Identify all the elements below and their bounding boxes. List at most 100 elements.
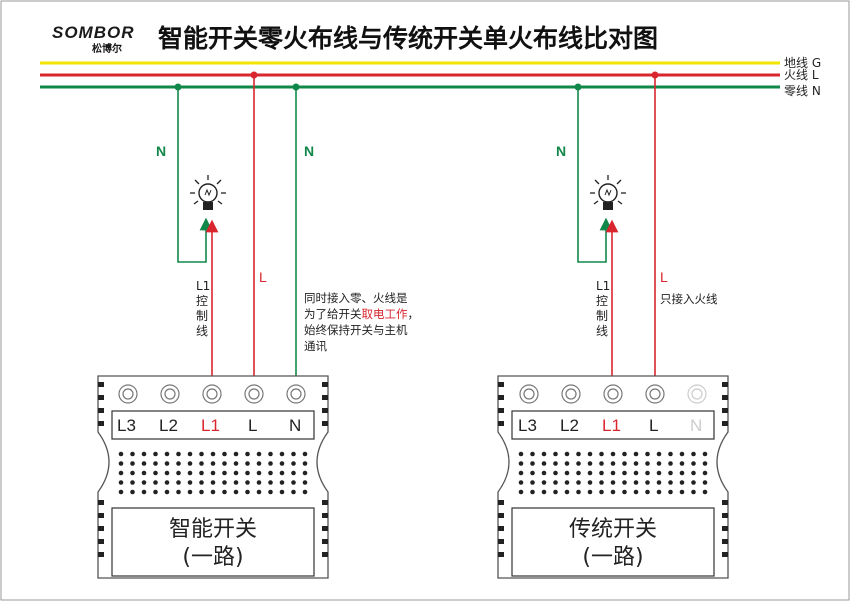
- side-tabs: [498, 382, 728, 557]
- vent-dot: [668, 489, 673, 495]
- vent-dot: [153, 451, 158, 457]
- vent-dot: [153, 461, 158, 466]
- vent-dot: [541, 489, 547, 495]
- terminal-l3: L3: [117, 416, 136, 435]
- vent-dot: [291, 470, 296, 476]
- vent-dot: [118, 480, 124, 485]
- left-circuit: N L1 控制线 L N 同时接入零、火线是: [97, 71, 423, 579]
- neutral-wire-to-lamp: [577, 87, 613, 263]
- vent-dot: [645, 489, 650, 495]
- live-line-label: 火线 L: [784, 68, 819, 82]
- vent-dot: [245, 470, 250, 476]
- device-sub: (一路): [582, 545, 643, 570]
- vent-dot: [222, 470, 227, 476]
- vent-dot: [210, 480, 216, 485]
- vent-dot: [187, 480, 193, 485]
- device-label-box: [111, 507, 315, 577]
- vent-dot: [118, 461, 124, 466]
- live-only-note: 只接入火线: [660, 292, 718, 306]
- vent-dot: [222, 489, 227, 495]
- vent-dot: [702, 451, 708, 457]
- vent-dot: [622, 489, 627, 495]
- vent-dot: [199, 461, 204, 466]
- vent-dot: [187, 489, 193, 495]
- vent-dot: [610, 470, 616, 476]
- brand-name: SOMBOR: [52, 23, 135, 42]
- vent-dot: [210, 451, 216, 457]
- device-sub: (一路): [182, 545, 243, 570]
- neutral-label-lamp: N: [556, 143, 566, 159]
- neutral-wire-to-lamp: [177, 87, 213, 263]
- vent-dot: [645, 461, 650, 466]
- vent-dot: [656, 451, 662, 457]
- neutral-label-lamp: N: [156, 143, 166, 159]
- vent-dot: [541, 480, 547, 485]
- vent-dot: [233, 451, 239, 457]
- vent-dot: [564, 461, 570, 466]
- vent-dot: [587, 461, 593, 466]
- vent-dot: [302, 451, 308, 457]
- vent-dot: [679, 451, 685, 457]
- vent-dot: [564, 451, 570, 457]
- vent-dot: [130, 489, 135, 495]
- terminal-l2: L2: [159, 416, 178, 435]
- vent-dot: [291, 489, 296, 495]
- vent-dot: [141, 480, 147, 485]
- vent-dot: [164, 461, 170, 466]
- lamp-icon: [590, 175, 626, 210]
- vent-dot: [656, 489, 662, 495]
- vent-dot: [199, 451, 204, 457]
- vent-dot: [164, 451, 170, 457]
- lamp-icon: [190, 175, 226, 210]
- vent-dot: [256, 451, 262, 457]
- vent-dot: [530, 461, 535, 466]
- vent-dot: [679, 470, 685, 476]
- vent-dot: [541, 461, 547, 466]
- vent-dot: [141, 489, 147, 495]
- terminal-l: L: [248, 416, 257, 435]
- neutral-label-switch: N: [304, 143, 314, 159]
- vent-dot: [164, 489, 170, 495]
- live-label-right: L: [660, 269, 668, 285]
- vent-dot: [153, 480, 158, 485]
- vent-dot: [222, 451, 227, 457]
- terminal-screws: [118, 384, 306, 404]
- vent-dot: [576, 461, 581, 466]
- vent-dot: [553, 451, 558, 457]
- terminal-strip: [511, 410, 715, 440]
- vent-dot: [199, 480, 204, 485]
- vent-dot: [256, 489, 262, 495]
- vent-dot: [530, 470, 535, 476]
- vent-dot: [164, 480, 170, 485]
- vent-dot: [656, 461, 662, 466]
- left-note: 同时接入零、火线是 为了给开关取电工作， 始终保持开关与主机 通讯: [304, 291, 423, 353]
- side-tabs: [98, 382, 328, 557]
- vent-dot: [587, 451, 593, 457]
- vent-dot: [118, 489, 124, 495]
- vent-dot: [587, 480, 593, 485]
- vent-dot: [599, 470, 604, 476]
- vent-dot: [702, 480, 708, 485]
- vent-dot: [279, 489, 285, 495]
- vent-dot: [691, 470, 696, 476]
- vent-dot: [633, 480, 639, 485]
- vent-dot: [610, 489, 616, 495]
- vent-dot: [633, 451, 639, 457]
- vent-dot: [118, 451, 124, 457]
- vent-dot: [176, 480, 181, 485]
- vent-dot: [576, 489, 581, 495]
- vent-dot: [279, 470, 285, 476]
- vent-dot: [622, 461, 627, 466]
- vent-dot: [645, 470, 650, 476]
- vent-dot: [541, 451, 547, 457]
- vent-dot: [245, 480, 250, 485]
- vent-dot: [530, 451, 535, 457]
- vent-dot: [553, 470, 558, 476]
- vent-dot: [210, 489, 216, 495]
- vent-dot: [268, 489, 273, 495]
- vent-dot: [668, 461, 673, 466]
- vent-dot: [702, 470, 708, 476]
- vent-dot: [518, 470, 524, 476]
- vent-dot: [530, 480, 535, 485]
